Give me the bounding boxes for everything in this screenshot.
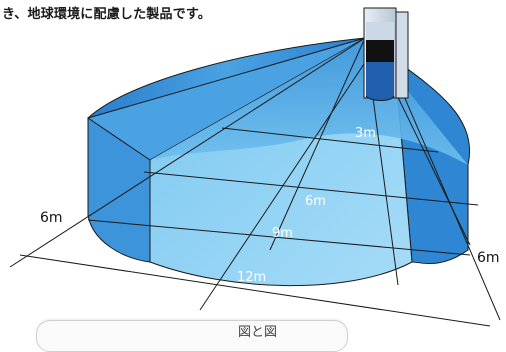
- label-6m-left: 6m: [40, 210, 63, 226]
- detection-range-diagram: 3m 6m 9m 12m 6m 6m: [9, 7, 501, 327]
- label-12m: 12m: [237, 270, 266, 285]
- label-3m: 3m: [355, 126, 376, 141]
- bottom-tab-label: 図と図: [238, 325, 278, 340]
- bottom-tab-button[interactable]: [36, 320, 348, 352]
- label-6m-right: 6m: [477, 250, 500, 266]
- label-6m-center: 6m: [305, 194, 326, 209]
- label-9m: 9m: [272, 226, 293, 241]
- header-text: き、地球環境に配慮した製品です。: [2, 7, 211, 22]
- sensor-device: [363, 7, 409, 101]
- cone-right-wall: [364, 37, 470, 264]
